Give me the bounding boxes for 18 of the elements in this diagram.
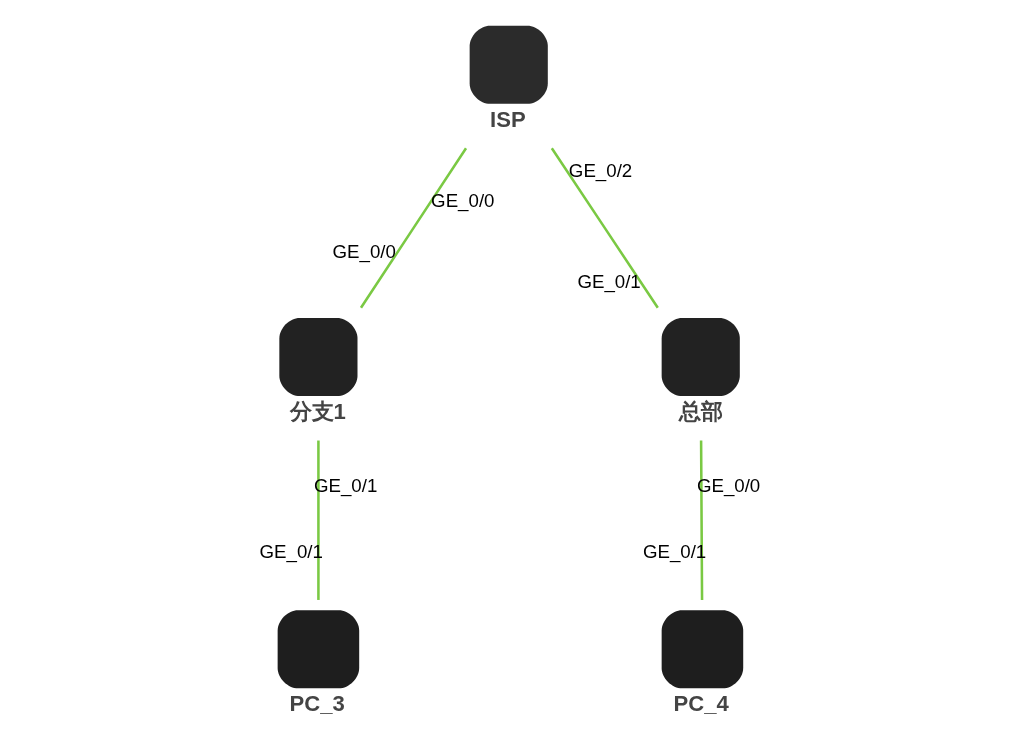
node-box <box>469 25 548 104</box>
node-label: PC_3 <box>289 691 345 717</box>
node-box <box>279 317 358 397</box>
node-label: 总部 <box>678 398 723 424</box>
label: GE_0/2 <box>568 160 633 182</box>
connector <box>317 440 320 600</box>
connector <box>550 147 659 309</box>
label: GE_0/1 <box>577 271 641 293</box>
node-box <box>661 610 744 689</box>
label: GE_0/0 <box>332 241 396 263</box>
label: GE_0/0 <box>431 190 495 212</box>
node-box <box>661 317 740 397</box>
node-label: PC_4 <box>673 691 729 717</box>
node-label: ISP <box>490 106 526 132</box>
node-label: 分支1 <box>289 398 346 424</box>
connector <box>359 147 468 309</box>
connector <box>699 440 704 600</box>
node-box <box>277 610 360 689</box>
